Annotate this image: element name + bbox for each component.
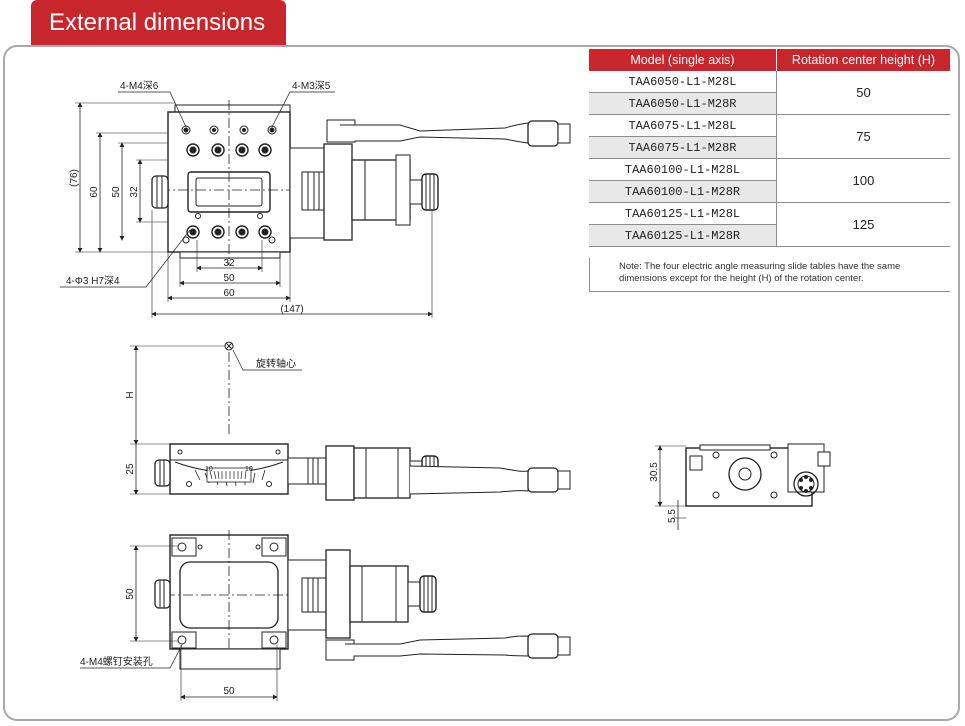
col-height-header: Rotation center height (H)	[776, 49, 950, 71]
model-cell: TAA6075-L1-M28R	[589, 136, 777, 159]
model-cell: TAA6050-L1-M28R	[589, 92, 777, 115]
model-cell: TAA60100-L1-M28L	[589, 158, 777, 181]
mount-holes	[181, 125, 277, 244]
model-table: Model (single axis) Rotation center heig…	[589, 49, 950, 247]
scale-right-label: 10	[245, 466, 253, 473]
dim-32-vertical: 32	[129, 186, 140, 198]
table-row: TAA6075-L1-M28R	[589, 136, 950, 159]
end-dim-30-5: 30.5	[649, 462, 660, 482]
note-border	[589, 258, 590, 292]
callout-m3: 4-M3深5	[292, 80, 331, 92]
callout-mount: 4-M4螺钉安装孔	[80, 655, 153, 668]
model-cell: TAA6050-L1-M28L	[589, 71, 777, 93]
dim-25: 25	[125, 463, 136, 475]
dim-60-vertical: 60	[89, 186, 100, 198]
bottom-dim-50-vertical: 50	[125, 588, 136, 600]
bottom-dim-50-horizontal: 50	[223, 686, 235, 697]
dim-147: (147)	[280, 304, 303, 315]
side-view	[130, 341, 571, 501]
top-plate-edge	[174, 104, 291, 113]
col-model-header: Model (single axis)	[589, 49, 777, 71]
table-row: TAA60100-L1-M28R	[589, 180, 950, 203]
table-row: TAA6050-L1-M28R	[589, 92, 950, 115]
model-cell: TAA60125-L1-M28L	[589, 202, 777, 225]
height-cell: 100	[776, 158, 950, 203]
table-row: TAA60125-L1-M28L 125	[589, 202, 950, 247]
dim-50-vertical: 50	[111, 186, 122, 198]
callout-m4: 4-M4深6	[120, 80, 159, 92]
scale-left-label: 10	[205, 466, 213, 473]
dim-32-horizontal: 32	[223, 258, 235, 269]
section-title: External dimensions	[31, 0, 286, 46]
height-cell: 50	[776, 71, 950, 115]
end-dim-5-5: 5.5	[667, 509, 678, 523]
top-view	[60, 91, 571, 318]
rotation-center-label: 旋转轴心	[256, 357, 296, 370]
dim-76: (76)	[69, 169, 80, 187]
table-note: Note: The four electric angle measuring …	[619, 261, 901, 284]
bottom-view	[80, 530, 571, 701]
table-row: TAA6050-L1-M28L 50	[589, 71, 950, 115]
model-cell: TAA60125-L1-M28R	[589, 224, 777, 247]
height-cell: 75	[776, 114, 950, 159]
model-cell: TAA60100-L1-M28R	[589, 180, 777, 203]
dim-h: H	[125, 391, 136, 398]
table-row: TAA60100-L1-M28L 100	[589, 158, 950, 203]
dim-60-horizontal: 60	[223, 288, 235, 299]
callout-pin: 4-Φ3 H7深4	[66, 275, 120, 287]
note-divider	[589, 291, 950, 292]
model-cell: TAA6075-L1-M28L	[589, 114, 777, 137]
table-row: TAA6075-L1-M28L 75	[589, 114, 950, 159]
dim-50-horizontal: 50	[223, 273, 235, 284]
height-cell: 125	[776, 202, 950, 247]
end-view	[655, 443, 831, 530]
table-row: TAA60125-L1-M28R	[589, 224, 950, 247]
